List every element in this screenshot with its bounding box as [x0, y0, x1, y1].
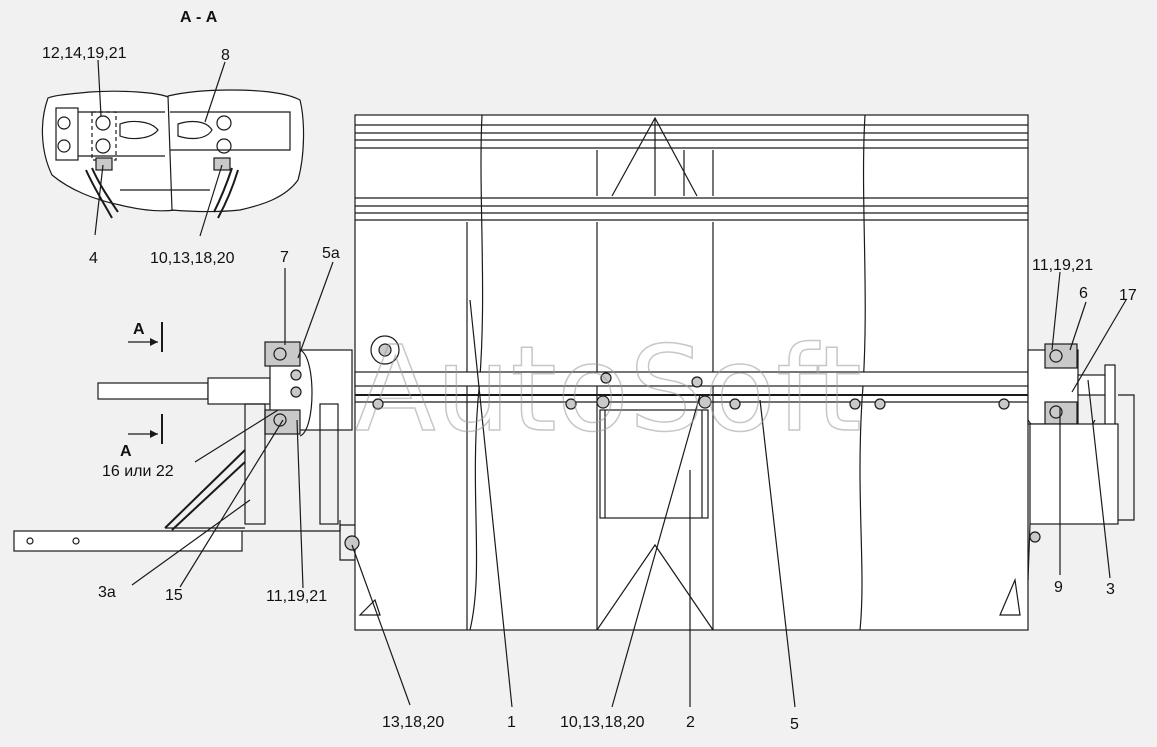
leader-lines: [131, 261, 1127, 708]
callout-3a: 3а: [98, 584, 116, 601]
callout-6: 6: [1079, 285, 1088, 302]
callout-5: 5: [790, 716, 799, 733]
watermark: AutoSoft: [355, 320, 862, 458]
callout-10-13-18-20-bottom: 10,13,18,20: [560, 714, 645, 731]
section-view: А - А 12,14,19,21 8 4 10,13,18,20: [41, 9, 305, 267]
callout-5a: 5а: [322, 245, 340, 262]
callout-1: 1: [507, 714, 516, 731]
section-mark-top: А: [133, 321, 145, 338]
callout-12-14-19-21: 12,14,19,21: [42, 45, 127, 62]
callout-16-or-22: 16 или 22: [102, 463, 174, 480]
right-drive-end: [1027, 343, 1135, 581]
section-mark-bottom: А: [120, 443, 132, 460]
section-title: А - А: [180, 9, 218, 26]
callout-3: 3: [1106, 581, 1115, 598]
callout-17: 17: [1119, 287, 1137, 304]
callout-9: 9: [1054, 579, 1063, 596]
left-drive-end: А А: [13, 321, 353, 552]
callout-7: 7: [280, 249, 289, 266]
callout-11-19-21-left: 11,19,21: [266, 588, 327, 605]
callout-15: 15: [165, 587, 183, 604]
callout-2: 2: [686, 714, 695, 731]
callout-13-18-20: 13,18,20: [382, 714, 444, 731]
callout-4: 4: [89, 250, 98, 267]
callout-10-13-18-20-top: 10,13,18,20: [150, 250, 235, 267]
callout-labels: 7 5а 16 или 22 3а 15 11,19,21 13,18,20 1…: [98, 245, 1137, 733]
callout-8: 8: [221, 47, 230, 64]
main-assembly: [339, 114, 1041, 631]
callout-11-19-21-right: 11,19,21: [1032, 257, 1093, 274]
